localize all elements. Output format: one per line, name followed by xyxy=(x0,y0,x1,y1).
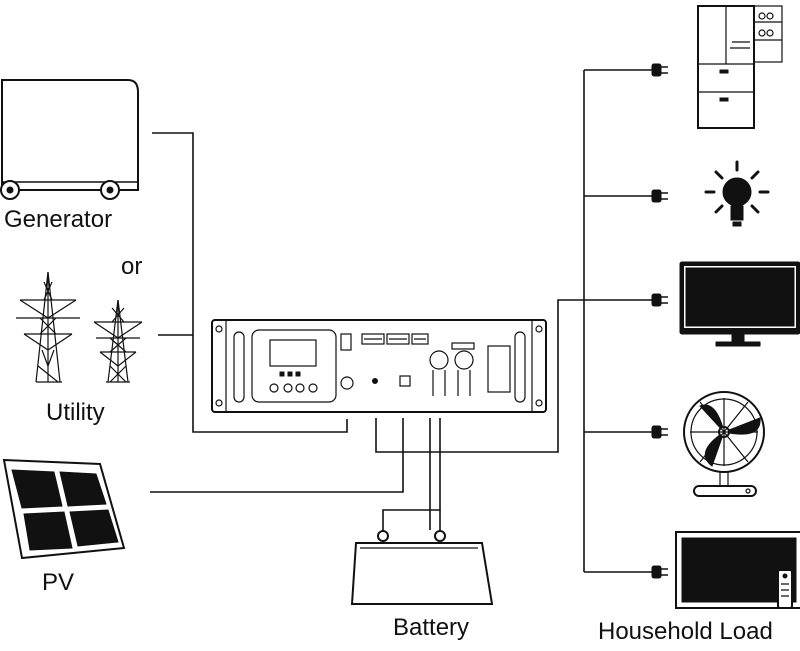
battery-icon xyxy=(350,530,494,605)
wiring xyxy=(150,63,668,579)
household-load-label: Household Load xyxy=(598,620,773,644)
refrigerator-icon xyxy=(697,5,783,129)
generator-icon xyxy=(0,79,139,200)
fan-icon xyxy=(683,391,765,497)
or-label: or xyxy=(121,253,143,280)
battery-label: Battery xyxy=(393,614,470,641)
utility-label: Utility xyxy=(46,399,105,426)
light-bulb-icon xyxy=(704,160,770,227)
pv-label: PV xyxy=(42,569,75,596)
power-tower-icon xyxy=(16,271,143,383)
tv-icon xyxy=(675,531,800,609)
generator-label: Generator xyxy=(4,206,113,233)
solar-panel-icon xyxy=(2,458,126,560)
monitor-icon xyxy=(679,261,800,347)
inverter-unit-icon xyxy=(211,319,547,413)
plug-icon xyxy=(651,63,668,579)
